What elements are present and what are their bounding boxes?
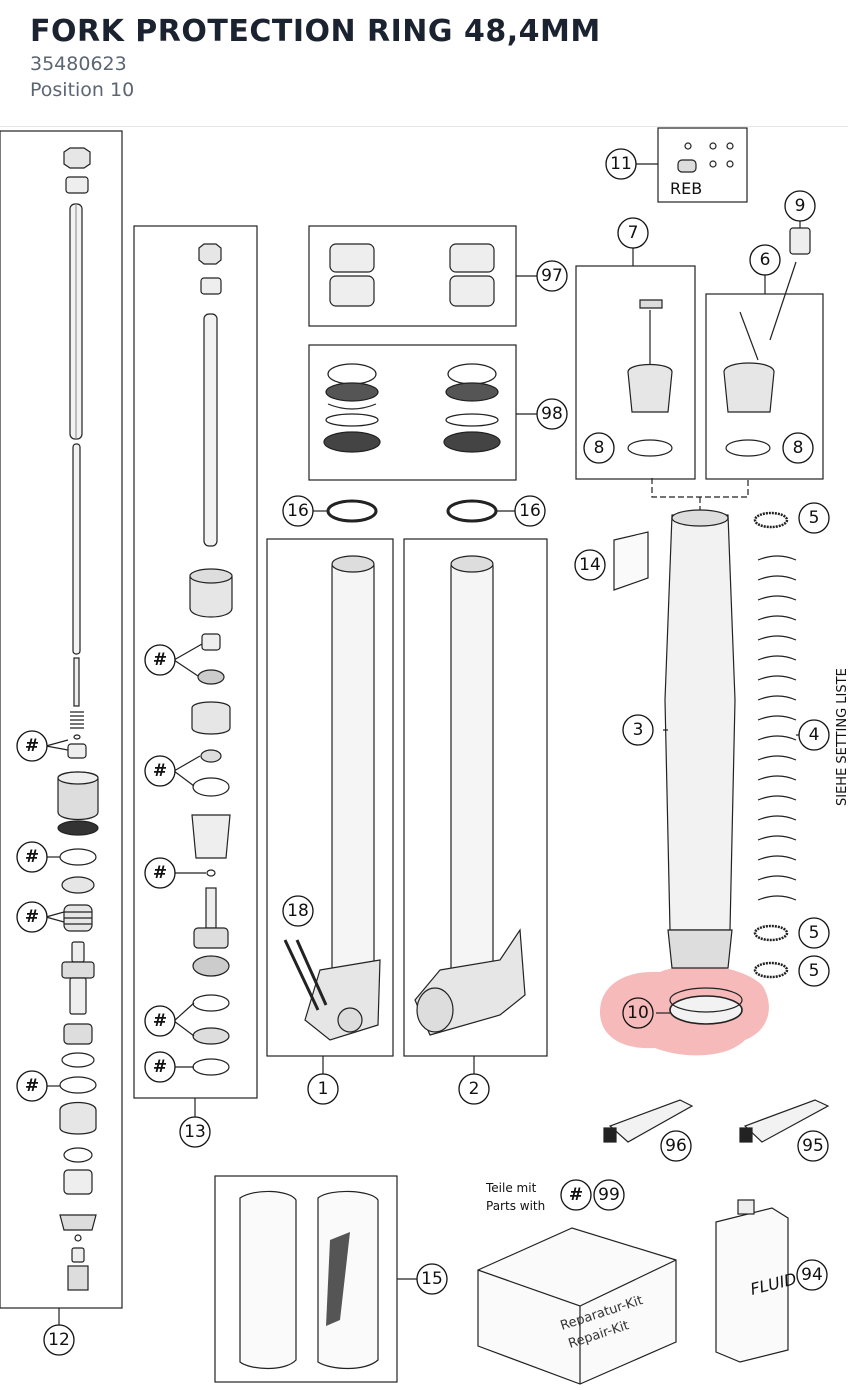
callout-16-right: 16 xyxy=(519,501,541,521)
callout-16-left: 16 xyxy=(287,501,309,521)
callout-2: 2 xyxy=(469,1079,480,1099)
callout-98: 98 xyxy=(541,404,563,424)
parts-note-line2: Parts with xyxy=(486,1199,545,1213)
callout-8-right: 8 xyxy=(793,438,804,458)
hash-marker: # xyxy=(153,1057,167,1077)
page-title: FORK PROTECTION RING 48,4MM xyxy=(30,14,601,49)
callout-7: 7 xyxy=(628,223,639,243)
parts-note-line1: Teile mit xyxy=(485,1181,537,1195)
callout-5-mid: 5 xyxy=(809,923,820,943)
callout-3: 3 xyxy=(633,720,644,740)
callout-99: 99 xyxy=(598,1185,620,1205)
callout-11: 11 xyxy=(610,154,632,174)
hash-marker: # xyxy=(153,863,167,883)
protection-ring-10 xyxy=(669,995,743,1025)
group-2-box xyxy=(403,538,548,1057)
hash-marker: # xyxy=(153,650,167,670)
callout-5-bottom: 5 xyxy=(809,961,820,981)
group-11-box xyxy=(657,127,748,203)
hash-marker: # xyxy=(25,907,39,927)
group-98-box xyxy=(308,344,517,481)
callout-97: 97 xyxy=(541,266,563,286)
callout-15: 15 xyxy=(421,1269,443,1289)
exploded-parts-diagram: 12 13 1 2 3 4 5 5 5 6 7 8 8 9 10 11 14 1… xyxy=(0,127,848,1385)
hash-marker: # xyxy=(25,736,39,756)
setting-list-note: SIEHE SETTING LISTE xyxy=(835,668,848,806)
callout-5-top: 5 xyxy=(809,508,820,528)
group-1-box xyxy=(266,538,394,1057)
callout-4: 4 xyxy=(809,725,820,745)
hash-marker: # xyxy=(153,761,167,781)
callout-12: 12 xyxy=(48,1330,70,1350)
hash-marker: # xyxy=(25,847,39,867)
group-12-box xyxy=(0,130,123,1309)
repair-kit-box xyxy=(477,1227,677,1385)
callout-14: 14 xyxy=(579,555,601,575)
part-number: 35480623 xyxy=(30,53,127,75)
callout-13: 13 xyxy=(184,1122,206,1142)
hash-marker: # xyxy=(569,1185,583,1205)
callout-10: 10 xyxy=(627,1003,649,1023)
callout-8-left: 8 xyxy=(594,438,605,458)
callout-9: 9 xyxy=(795,196,806,216)
hash-marker: # xyxy=(153,1011,167,1031)
callout-6: 6 xyxy=(760,250,771,270)
callout-94: 94 xyxy=(801,1265,823,1285)
callout-18: 18 xyxy=(287,901,309,921)
reb-label: REB xyxy=(670,179,702,198)
callout-96: 96 xyxy=(665,1136,687,1156)
hash-marker: # xyxy=(25,1076,39,1096)
page-header: FORK PROTECTION RING 48,4MM 35480623 Pos… xyxy=(0,0,848,127)
callout-95: 95 xyxy=(802,1136,824,1156)
callout-1: 1 xyxy=(318,1079,329,1099)
position-label: Position 10 xyxy=(30,79,135,101)
group-7-box xyxy=(575,265,696,480)
fluid-can xyxy=(715,1207,789,1363)
